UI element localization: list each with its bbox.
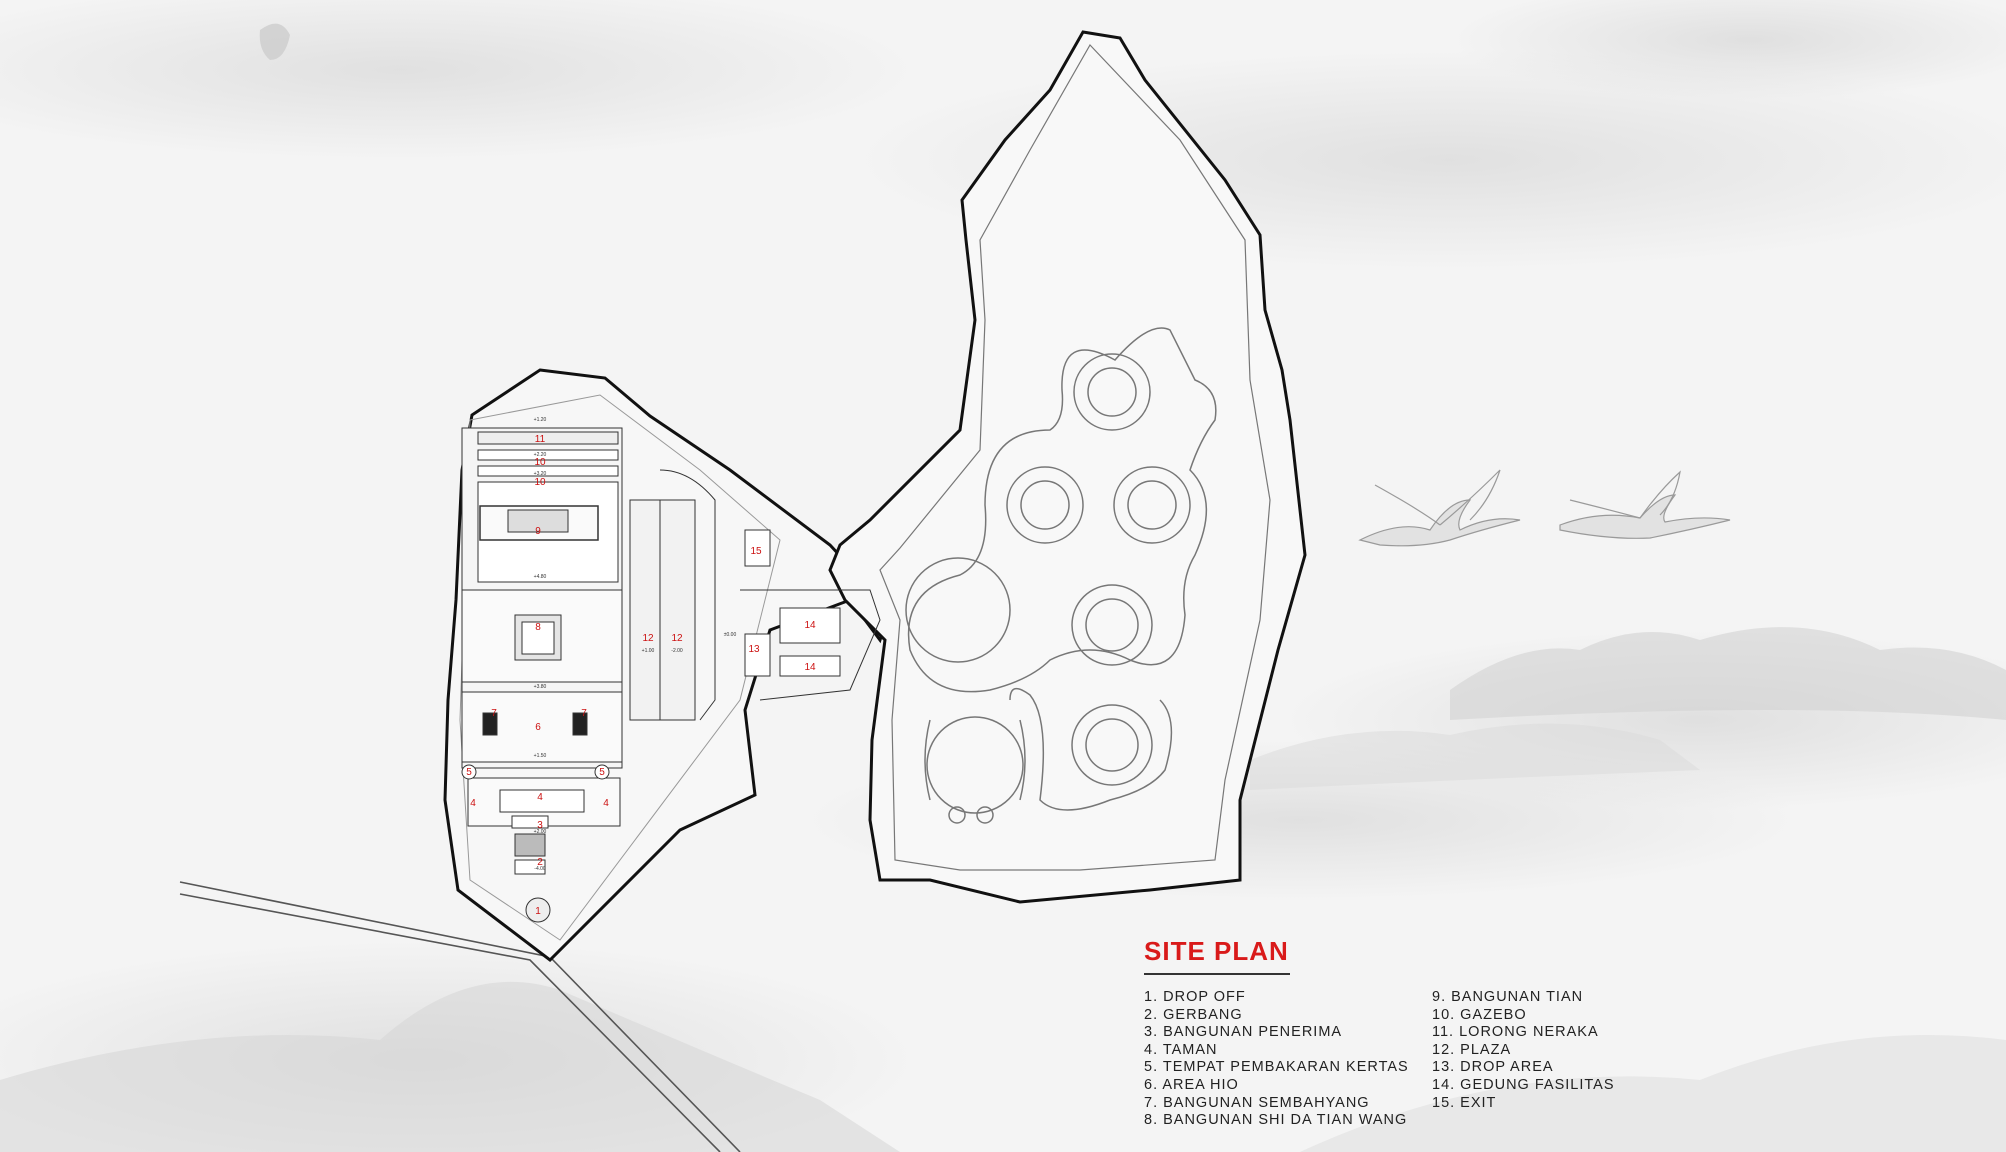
legend-item: 8. BANGUNAN SHI DA TIAN WANG bbox=[1144, 1112, 1408, 1129]
label-14-b: 14 bbox=[804, 662, 816, 673]
legend-item: 11. LORONG NERAKA bbox=[1432, 1024, 1599, 1041]
legend-item: 3. BANGUNAN PENERIMA bbox=[1144, 1024, 1343, 1041]
elev-10: -4.00 bbox=[534, 866, 546, 872]
label-12-b: 12 bbox=[671, 633, 683, 644]
label-15: 15 bbox=[750, 546, 762, 557]
right-island-boundary bbox=[828, 30, 1307, 904]
elev-5: +3.80 bbox=[534, 684, 547, 690]
label-5-right: 5 bbox=[599, 767, 605, 778]
elev-7: +1.00 bbox=[642, 648, 655, 654]
label-13: 13 bbox=[748, 644, 760, 655]
label-4-center: 4 bbox=[537, 792, 543, 803]
elevation-marks: +1.20 +2.20 +3.20 +4.80 +3.80 +1.50 +1.0… bbox=[534, 417, 737, 872]
legend-item: 9. BANGUNAN TIAN bbox=[1432, 989, 1584, 1005]
label-3: 3 bbox=[537, 820, 543, 831]
label-1: 1 bbox=[535, 906, 541, 917]
site-plan-legend: SITE PLAN 1. DROP OFF 2. GERBANG 3. BANG… bbox=[1144, 936, 1664, 1130]
legend-item: 7. BANGUNAN SEMBAHYANG bbox=[1144, 1094, 1370, 1111]
label-6: 6 bbox=[535, 722, 541, 733]
elev-6: +1.50 bbox=[534, 753, 547, 759]
legend-column-left: 1. DROP OFF 2. GERBANG 3. BANGUNAN PENER… bbox=[1144, 989, 1432, 1130]
legend-title: SITE PLAN bbox=[1144, 936, 1290, 975]
legend-column-right: 9. BANGUNAN TIAN 10. GAZEBO 11. LORONG N… bbox=[1432, 989, 1662, 1130]
label-9: 9 bbox=[535, 526, 541, 537]
elev-4: +4.80 bbox=[534, 574, 547, 580]
island-garden-circles bbox=[905, 327, 1217, 824]
legend-item: 15. EXIT bbox=[1432, 1094, 1497, 1111]
label-7-left: 7 bbox=[491, 708, 497, 719]
elev-2: +2.20 bbox=[534, 452, 547, 458]
elev-8: -2.00 bbox=[671, 648, 683, 654]
legend-item: 1. DROP OFF bbox=[1144, 989, 1246, 1005]
elev-11: ±0.00 bbox=[724, 632, 737, 638]
label-12-a: 12 bbox=[642, 633, 654, 644]
legend-item: 5. TEMPAT PEMBAKARAN KERTAS bbox=[1144, 1059, 1409, 1076]
label-7-right: 7 bbox=[581, 708, 587, 719]
temple-complex bbox=[461, 427, 881, 923]
elev-9: +2.00 bbox=[534, 829, 547, 835]
legend-item: 4. TAMAN bbox=[1144, 1041, 1218, 1058]
label-10-b: 10 bbox=[534, 477, 546, 488]
legend-item: 13. DROP AREA bbox=[1432, 1059, 1554, 1076]
label-8: 8 bbox=[535, 622, 541, 633]
label-2: 2 bbox=[537, 857, 543, 868]
legend-item: 14. GEDUNG FASILITAS bbox=[1432, 1076, 1615, 1093]
legend-item: 12. PLAZA bbox=[1432, 1041, 1512, 1058]
label-4-left: 4 bbox=[470, 798, 476, 809]
label-11: 11 bbox=[535, 434, 546, 445]
legend-item: 2. GERBANG bbox=[1144, 1006, 1243, 1023]
legend-item: 10. GAZEBO bbox=[1432, 1006, 1527, 1023]
elev-1: +1.20 bbox=[534, 417, 547, 423]
label-10-a: 10 bbox=[534, 457, 546, 468]
elev-3: +3.20 bbox=[534, 471, 547, 477]
label-14-a: 14 bbox=[804, 620, 816, 631]
label-5-left: 5 bbox=[466, 767, 472, 778]
crane-birds-illustration bbox=[1358, 469, 1731, 547]
legend-item: 6. AREA HIO bbox=[1144, 1076, 1239, 1093]
plan-number-labels: 1 2 3 4 4 4 5 5 6 7 7 8 9 10 10 11 12 12… bbox=[466, 434, 816, 917]
label-4-right: 4 bbox=[603, 798, 609, 809]
